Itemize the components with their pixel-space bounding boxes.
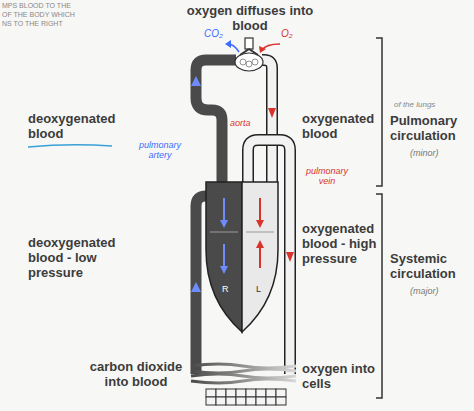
alveoli xyxy=(235,53,263,71)
chamber-letter: L xyxy=(256,284,261,294)
handwritten-note: MPS BLOOD TO THE xyxy=(2,2,71,10)
capillary xyxy=(191,364,296,368)
cell xyxy=(266,397,276,405)
heart xyxy=(206,182,278,332)
blood-label: oxygenated blood - high pressure xyxy=(302,222,380,267)
flow-arrowhead xyxy=(191,282,201,292)
flow-arrow xyxy=(259,198,261,222)
cell xyxy=(276,389,286,397)
trachea xyxy=(245,38,253,49)
cell xyxy=(216,389,226,397)
co2-arrowhead xyxy=(225,40,231,48)
capillary xyxy=(191,369,296,373)
flow-arrowhead xyxy=(220,266,228,274)
handwritten-note: of the lungs xyxy=(394,100,435,109)
circulation-label: Systemic circulation xyxy=(390,252,472,282)
cell xyxy=(236,397,246,405)
handwritten-note: NS TO THE RIGHT xyxy=(2,20,63,28)
flow-arrow xyxy=(223,198,225,222)
cell xyxy=(236,389,246,397)
vessel-label: pulmonary vein xyxy=(300,166,354,187)
capillary xyxy=(191,374,296,378)
flow-arrow xyxy=(223,244,225,268)
cell xyxy=(246,389,256,397)
handwritten-underline xyxy=(28,145,112,147)
capillary xyxy=(191,379,296,383)
cell xyxy=(256,389,266,397)
capillary-bed xyxy=(191,364,296,383)
cell xyxy=(216,397,226,405)
heart-right-side xyxy=(206,182,242,332)
pulmonary-bracket xyxy=(376,38,382,186)
cell xyxy=(206,397,216,405)
cell xyxy=(226,397,236,405)
gas-label: O₂ xyxy=(281,28,293,40)
flow-arrowhead xyxy=(220,220,228,228)
blood-label: deoxygenated blood xyxy=(28,112,128,142)
exchange-label: oxygen into cells xyxy=(302,362,382,392)
vessel-label: aorta xyxy=(230,118,251,128)
heart-valve-line xyxy=(210,231,274,232)
lungs xyxy=(235,38,263,71)
alveolus xyxy=(252,59,258,65)
flow-arrowhead xyxy=(256,220,264,228)
alveolus xyxy=(240,59,246,65)
cell xyxy=(246,397,256,405)
gas-label: CO₂ xyxy=(204,28,223,40)
o2-arrowhead xyxy=(259,46,266,53)
flow-arrowhead xyxy=(256,240,264,248)
exchange-label: carbon dioxide into blood xyxy=(86,360,186,390)
pulmonary-vein-outline xyxy=(262,60,272,184)
blood-label: deoxygenated blood - low pressure xyxy=(28,236,136,281)
handwritten-note: (minor) xyxy=(410,148,439,158)
flow-arrow xyxy=(259,246,261,268)
flow-arrowhead xyxy=(286,252,294,262)
flow-arrowhead xyxy=(268,108,276,118)
cell xyxy=(206,389,216,397)
body-cells xyxy=(206,389,286,405)
heading-text: oxygen diffuses into blood xyxy=(180,4,320,34)
chamber-letter: R xyxy=(222,284,229,294)
circulation-label: Pulmonary circulation xyxy=(390,114,472,144)
handwritten-note: OF THE BODY WHICH xyxy=(2,11,75,19)
alveolus xyxy=(246,61,252,67)
flow-arrowhead xyxy=(191,76,201,86)
heart-left-side xyxy=(242,182,278,332)
vessel-label: pulmonary artery xyxy=(134,140,186,161)
cell xyxy=(266,389,276,397)
pulmonary-vein-vessel xyxy=(262,60,272,184)
handwritten-note: (major) xyxy=(410,286,439,296)
blood-label: oxygenated blood xyxy=(302,112,380,142)
cell xyxy=(276,397,286,405)
cell xyxy=(256,397,266,405)
cell xyxy=(226,389,236,397)
systemic-bracket xyxy=(376,194,382,398)
